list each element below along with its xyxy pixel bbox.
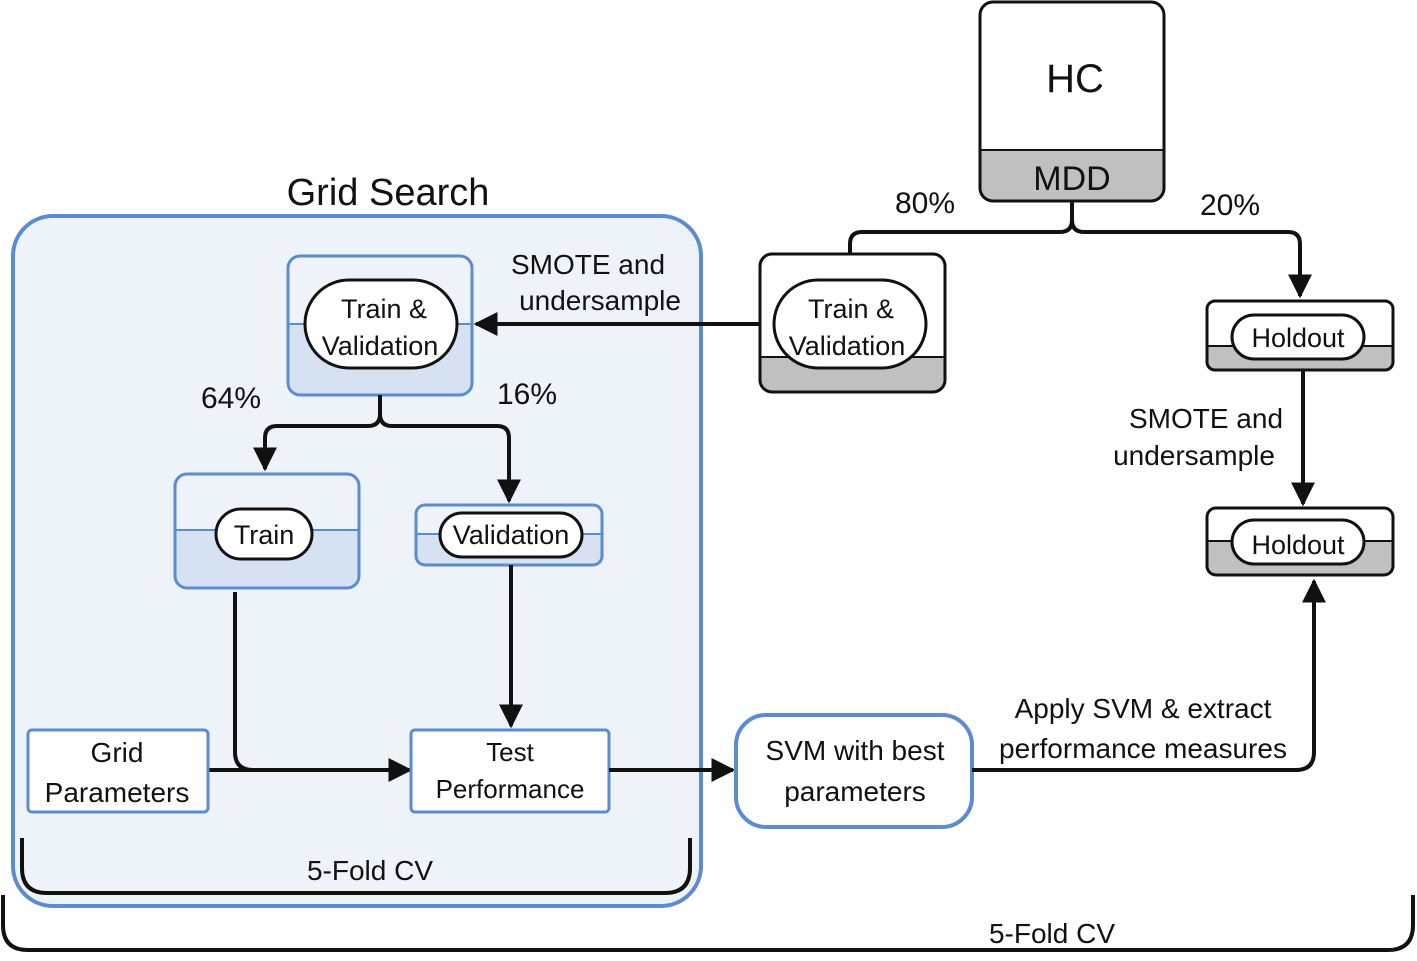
grid-params-label-2: Parameters <box>45 777 190 808</box>
validation-label: Validation <box>453 520 570 550</box>
outer-train-label-1: Train & <box>808 294 894 324</box>
validation-box: Validation <box>414 503 604 567</box>
test-perf-label-1: Test <box>486 737 534 767</box>
holdout-box: Holdout <box>1205 299 1395 372</box>
apply-svm-label-2: performance measures <box>999 733 1287 764</box>
test-performance-box: Test Performance <box>409 728 611 814</box>
holdout-split-arrow <box>1070 219 1312 299</box>
mdd-label: MDD <box>1033 160 1110 198</box>
dataset-box: HC MDD <box>978 0 1166 203</box>
holdout-label: Holdout <box>1251 323 1345 353</box>
inner-cv-label: 5-Fold CV <box>307 855 433 886</box>
holdout-resample-label-1: SMOTE and <box>1129 403 1283 434</box>
outer-train-label-2: Validation <box>789 331 906 361</box>
inner-train-pct: 64% <box>201 382 261 415</box>
holdout-resample-label-2: undersample <box>1113 440 1275 471</box>
grid-parameters-box: Grid Parameters <box>26 728 210 814</box>
inner-train-label-2: Validation <box>322 331 439 361</box>
holdout-resampled-box: Holdout <box>1205 506 1395 577</box>
outer-cv-bracket <box>1 895 1415 952</box>
train-label: Train <box>234 520 295 550</box>
outer-cv-label: 5-Fold CV <box>989 918 1115 949</box>
resample-label-2: undersample <box>519 285 681 316</box>
holdout-pct-label: 20% <box>1200 189 1260 222</box>
test-perf-label-2: Performance <box>436 774 585 804</box>
grid-search-title: Grid Search <box>287 172 490 214</box>
inner-val-pct: 16% <box>497 378 557 411</box>
split-connector <box>848 201 1074 254</box>
inner-train-validation-box: Train & Validation <box>286 254 474 397</box>
train-pct-label: 80% <box>895 187 955 220</box>
svm-label-1: SVM with best <box>766 735 945 766</box>
apply-svm-label-1: Apply SVM & extract <box>1015 693 1272 724</box>
svm-to-holdout-arrow <box>972 578 1326 772</box>
grid-params-label-1: Grid <box>91 737 144 768</box>
inner-cv-bracket <box>20 838 692 895</box>
hc-label: HC <box>1046 57 1104 101</box>
inner-val-arrow <box>378 413 521 504</box>
train-box: Train <box>173 472 361 590</box>
holdout-resampled-label: Holdout <box>1251 530 1345 560</box>
svm-best-box: SVM with best parameters <box>734 713 974 829</box>
resample-label-1: SMOTE and <box>511 249 665 280</box>
svm-label-2: parameters <box>784 776 926 807</box>
inner-train-label-1: Train & <box>341 294 427 324</box>
outer-train-validation-box: Train & Validation <box>758 252 947 394</box>
inner-train-arrow <box>253 413 382 472</box>
